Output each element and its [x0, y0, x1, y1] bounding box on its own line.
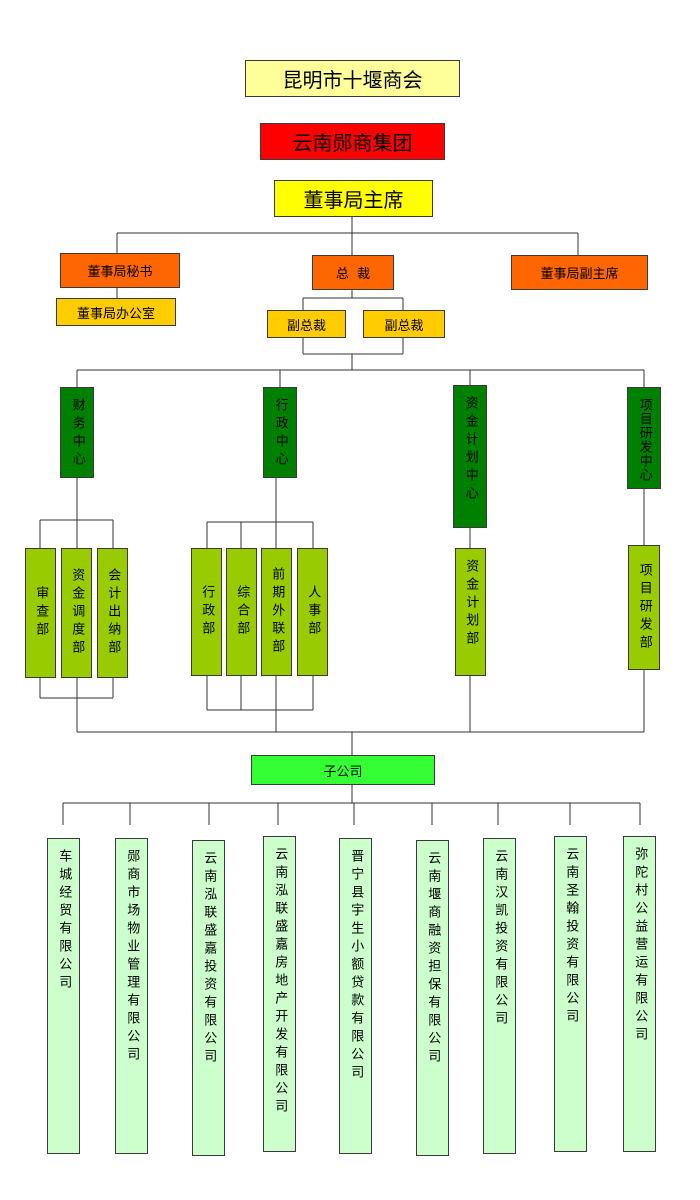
cashier-dept-box: 会计出纳部	[97, 548, 128, 678]
finance-center-box: 财务中心	[60, 387, 94, 478]
subsidiary-box-6: 云南堰商融资担保有限公司	[416, 840, 449, 1156]
subsidiary-label-box: 子公司	[251, 755, 435, 785]
liaison-dept-box: 前期外联部	[261, 548, 292, 676]
subsidiary-box-2: 郧商市场物业管理有限公司	[115, 838, 148, 1154]
fund-dispatch-dept-box: 资金调度部	[61, 548, 92, 678]
president-box: 总 裁	[312, 255, 394, 290]
project-rnd-dept-box: 项目研发部	[628, 545, 660, 670]
subsidiary-box-3: 云南泓联盛嘉投资有限公司	[192, 840, 225, 1156]
secretary-box: 董事局秘书	[60, 253, 180, 288]
vice-president-box-1: 副总裁	[267, 310, 346, 338]
subsidiary-box-1: 车城经贸有限公司	[47, 838, 80, 1154]
capital-center-box: 资金计划中心	[453, 385, 487, 528]
admin-center-box: 行政中心	[263, 387, 297, 478]
vice-president-box-2: 副总裁	[363, 310, 445, 338]
rnd-center-box: 项目研发中心	[627, 387, 661, 489]
subsidiary-box-8: 云南圣翰投资有限公司	[554, 836, 587, 1152]
audit-dept-box: 审查部	[25, 548, 56, 678]
group-box: 云南郧商集团	[260, 123, 445, 160]
chamber-of-commerce-box: 昆明市十堰商会	[245, 60, 460, 97]
administration-dept-box: 行政部	[191, 548, 222, 676]
subsidiary-box-5: 晋宁县宇生小额贷款有限公司	[339, 838, 372, 1154]
hr-dept-box: 人事部	[297, 548, 328, 676]
chairman-box: 董事局主席	[274, 180, 433, 217]
subsidiary-box-7: 云南汉凯投资有限公司	[483, 838, 516, 1154]
vice-chairman-box: 董事局副主席	[511, 255, 648, 290]
office-box: 董事局办公室	[56, 298, 176, 326]
subsidiary-box-4: 云南泓联盛嘉房地产开发有限公司	[263, 836, 296, 1152]
subsidiary-box-9: 弥陀村公益营运有限公司	[623, 836, 656, 1152]
capital-plan-dept-box: 资金计划部	[455, 548, 486, 676]
general-dept-box: 综合部	[226, 548, 257, 676]
